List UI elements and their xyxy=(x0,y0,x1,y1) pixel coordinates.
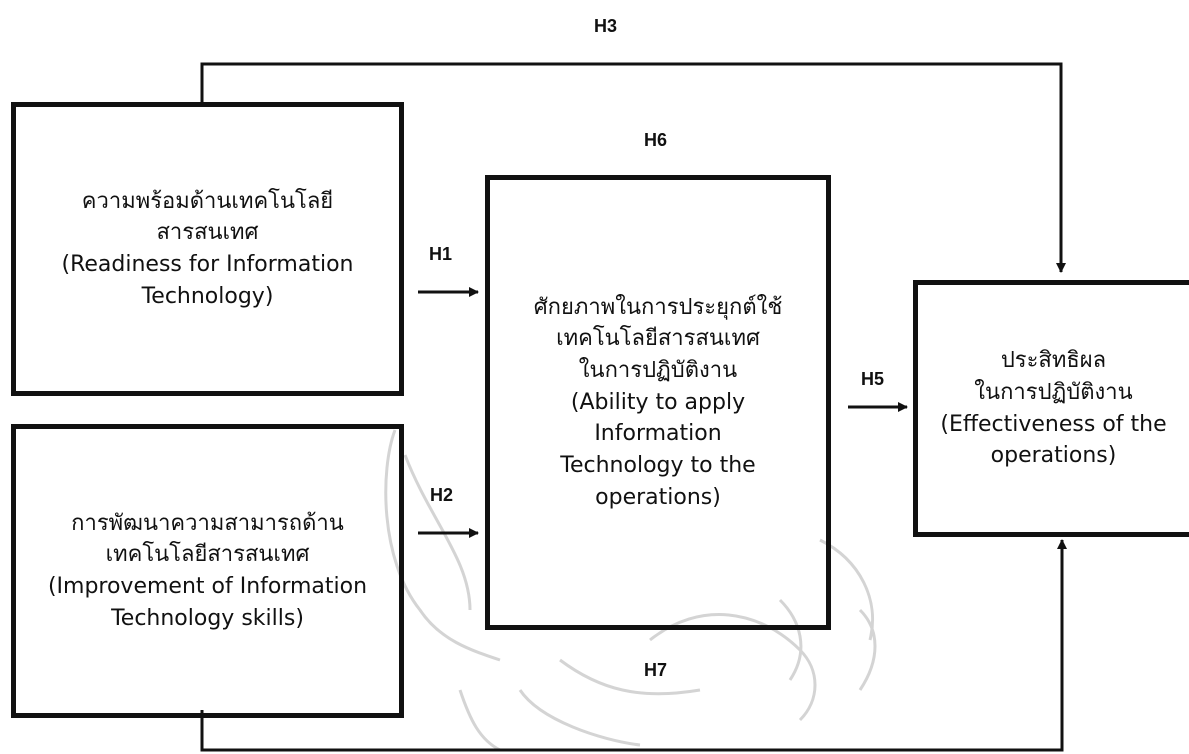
improvement-line-2: เทคโนโลยีสารสนเทศ xyxy=(105,542,310,568)
effectiveness-line-4: operations) xyxy=(990,443,1117,469)
h6-label: H6 xyxy=(644,130,668,150)
ability-line-6: Technology to the xyxy=(560,453,756,478)
improvement-line-4: Technology skills) xyxy=(111,605,304,631)
ability-box: ศักยภาพในการประยุกต์ใช้ เทคโนโลยีสารสนเท… xyxy=(485,175,831,630)
readiness-line-3: (Readiness for Information xyxy=(61,252,354,277)
ability-line-7: operations) xyxy=(595,484,721,510)
improvement-line-3: (Improvement of Information xyxy=(47,574,368,599)
h2-label: H2 xyxy=(430,485,454,505)
readiness-line-4: Technology) xyxy=(141,283,274,309)
effectiveness-line-1: ประสิทธิผล xyxy=(1000,348,1107,374)
h3-label: H3 xyxy=(594,16,618,36)
improvement-line-1: การพัฒนาความสามารถด้าน xyxy=(71,510,344,536)
h7-label: H7 xyxy=(644,660,668,680)
ability-line-5: Information xyxy=(594,421,722,447)
arrow-h3 xyxy=(200,62,1066,273)
h5-label: H5 xyxy=(861,369,885,389)
readiness-line-2: สารสนเทศ xyxy=(156,220,259,246)
ability-line-1: ศักยภาพในการประยุกต์ใช้ xyxy=(533,294,783,320)
ability-line-2: เทคโนโลยีสารสนเทศ xyxy=(556,326,760,352)
arrow-h7 xyxy=(200,539,1067,752)
readiness-box: ความพร้อมด้านเทคโนโลยี สารสนเทศ (Readine… xyxy=(11,102,404,396)
readiness-line-1: ความพร้อมด้านเทคโนโลยี xyxy=(81,188,334,214)
ability-line-4: (Ability to apply xyxy=(570,389,746,415)
effectiveness-line-2: ในการปฏิบัติงาน xyxy=(974,379,1133,405)
effectiveness-box: ประสิทธิผล ในการปฏิบัติงาน (Effectivenes… xyxy=(913,280,1189,537)
improvement-box: การพัฒนาความสามารถด้าน เทคโนโลยีสารสนเทศ… xyxy=(11,424,404,718)
h1-label: H1 xyxy=(429,244,453,264)
effectiveness-line-3: (Effectiveness of the xyxy=(940,411,1167,437)
ability-line-3: ในการปฏิบัติงาน xyxy=(578,357,738,383)
